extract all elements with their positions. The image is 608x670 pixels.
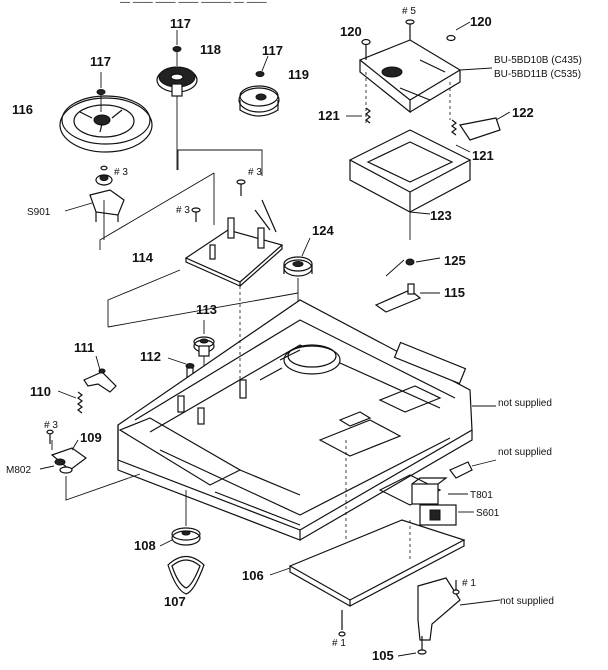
label-110: 110 [30, 384, 51, 399]
label-107: 107 [164, 594, 186, 609]
label-s1-right: # 1 [462, 578, 476, 589]
belt-107 [167, 555, 205, 595]
label-106: 106 [242, 568, 264, 583]
part-112 [185, 363, 195, 379]
label-121-right: 121 [472, 148, 494, 163]
label-115: 115 [444, 285, 465, 300]
screw-s3-114 [191, 207, 201, 222]
washer-117-right [255, 71, 265, 77]
label-model-b: BU-5BD11B (C535) [494, 69, 581, 80]
label-s3-s901: # 3 [114, 167, 128, 178]
label-not-supplied-top: not supplied [498, 398, 552, 409]
label-114: 114 [132, 250, 154, 265]
label-m802: M802 [6, 465, 31, 476]
label-t801: T801 [470, 490, 493, 501]
screw-s1-right [452, 580, 460, 595]
screw-s3-s901 [100, 165, 108, 171]
label-s3-114: # 3 [176, 205, 190, 216]
label-112: 112 [140, 349, 161, 364]
bracket-not-supplied-bottom [417, 577, 461, 641]
label-108: 108 [134, 538, 156, 553]
main-chassis [117, 299, 473, 541]
screw-s5 [405, 19, 415, 40]
label-123: 123 [430, 208, 452, 223]
gear-124 [283, 256, 313, 277]
bracket-114 [184, 199, 284, 287]
label-116: 116 [12, 102, 33, 117]
label-118: 118 [200, 42, 221, 57]
label-s901: S901 [27, 207, 51, 218]
part-115 [374, 283, 422, 313]
turntable-116 [59, 95, 153, 153]
label-109: 109 [80, 430, 102, 445]
pickup-assembly [358, 39, 462, 114]
label-117-mid: 117 [170, 16, 191, 31]
screw-120-right [446, 21, 471, 42]
washer-117-left [96, 89, 106, 95]
screw-120-left [361, 38, 371, 60]
spring-121-left [365, 107, 371, 124]
gear-119 [238, 85, 280, 117]
label-124: 124 [312, 223, 334, 238]
label-not-supplied-mid: not supplied [498, 447, 552, 458]
label-125: 125 [444, 253, 466, 268]
label-113: 113 [196, 302, 217, 317]
label-121-left: 121 [318, 108, 340, 123]
frame-123 [348, 129, 472, 213]
label-s3-top: # 3 [248, 167, 262, 178]
component-t801 [411, 477, 448, 505]
lever-111 [83, 368, 117, 393]
label-119: 119 [288, 67, 309, 82]
label-111: 111 [74, 340, 94, 355]
label-117-left: 117 [90, 54, 111, 69]
spring-110 [77, 391, 83, 414]
gear-118 [156, 66, 198, 97]
label-117-right: 117 [262, 43, 283, 58]
screw-s3-top [236, 179, 246, 196]
label-s5: # 5 [402, 6, 416, 17]
switch-s601 [419, 504, 457, 526]
label-not-supplied-bottom: not supplied [500, 596, 554, 607]
screw-s1-bottom [338, 610, 346, 637]
label-120-left: 120 [340, 24, 362, 39]
label-120-right: 120 [470, 14, 492, 29]
gear-113 [193, 336, 215, 357]
label-105: 105 [372, 648, 394, 663]
switch-s901 [89, 174, 125, 222]
label-122: 122 [512, 105, 534, 120]
label-s601: S601 [476, 508, 500, 519]
screw-s3-109 [46, 429, 54, 444]
pulley-108 [171, 527, 201, 546]
label-model-a: BU-5BD10B (C435) [494, 55, 582, 66]
flex-cable-122 [459, 117, 501, 141]
screw-105 [417, 636, 427, 655]
label-s1-bottom: # 1 [332, 638, 346, 649]
board-106 [288, 519, 466, 608]
washer-117-mid [172, 46, 182, 52]
label-s3-109: # 3 [44, 420, 58, 431]
motor-m802 [50, 447, 88, 474]
part-125 [405, 258, 415, 266]
bracket-not-supplied-mid [449, 461, 473, 479]
header-partial-text: — —— —— —— ——— — —— [120, 0, 267, 8]
spring-121-right [451, 119, 457, 136]
